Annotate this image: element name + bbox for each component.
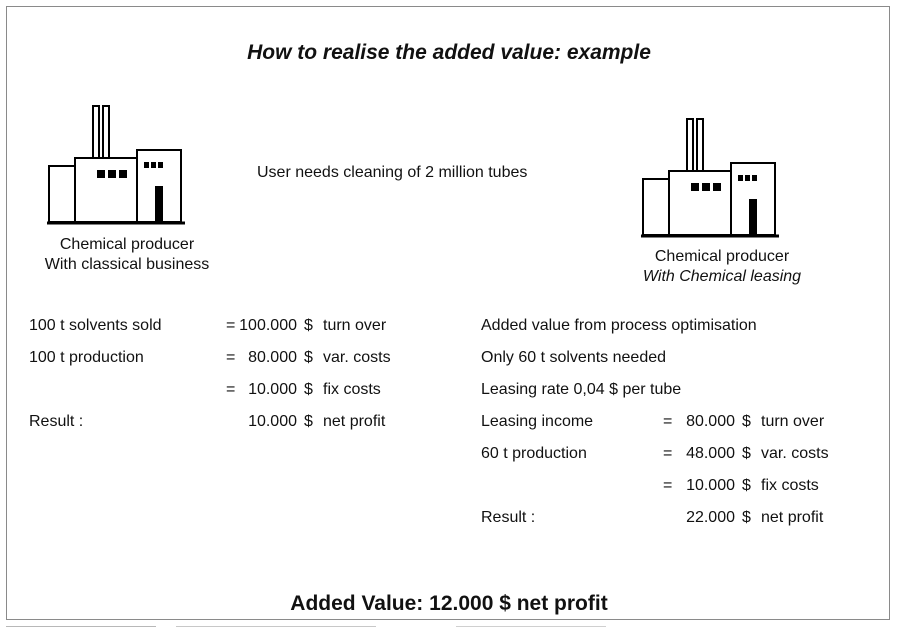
left-caption: Chemical producer With classical busines… (17, 235, 237, 275)
right-row-label: Result : (481, 509, 536, 526)
right-row-currency: $ (742, 509, 751, 526)
right-note: Leasing rate 0,04 $ per tube (481, 381, 682, 398)
right-row-currency: $ (742, 477, 751, 494)
right-row-amount: 22.000 (686, 509, 735, 526)
right-row-desc: net profit (761, 509, 824, 526)
scenario-text: User needs cleaning of 2 million tubes (257, 164, 528, 181)
right-row-eq: = (663, 445, 673, 462)
right-row-currency: $ (742, 445, 751, 462)
left-row-eq: = (226, 349, 236, 366)
left-row-currency: $ (304, 349, 313, 366)
left-row-currency: $ (304, 317, 313, 334)
left-row-desc: net profit (323, 413, 386, 430)
right-caption-line1: Chemical producer (654, 248, 790, 265)
left-row-eq: = (226, 381, 236, 398)
left-row-currency: $ (304, 413, 313, 430)
left-row-amount: 10.000 (248, 413, 297, 430)
right-caption-line2: With Chemical leasing (642, 268, 802, 285)
factory-icon-left (47, 105, 185, 225)
added-value-summary: Added Value: 12.000 $ net profit (290, 592, 608, 615)
left-row-eq: = (226, 317, 236, 334)
right-row-eq: = (663, 413, 673, 430)
left-row-label: 100 t production (29, 349, 144, 366)
factory-icon-right (641, 118, 779, 238)
bottom-divider (6, 626, 890, 627)
right-row-label: 60 t production (481, 445, 587, 462)
left-row-amount: 10.000 (248, 381, 297, 398)
left-caption-line2: With classical business (44, 256, 210, 273)
left-row-currency: $ (304, 381, 313, 398)
right-row-amount: 80.000 (686, 413, 735, 430)
right-row-label: Leasing income (481, 413, 594, 430)
right-row-eq: = (663, 477, 673, 494)
right-row-desc: var. costs (761, 445, 829, 462)
right-note: Only 60 t solvents needed (481, 349, 667, 366)
left-row-label: Result : (29, 413, 84, 430)
left-row-amount: 100.000 (239, 317, 297, 334)
right-note: Added value from process optimisation (481, 317, 757, 334)
slide-title: How to realise the added value: example (247, 41, 651, 64)
right-caption: Chemical producer With Chemical leasing (607, 247, 837, 287)
slide-frame: How to realise the added value: example … (6, 6, 890, 620)
right-row-desc: turn over (761, 413, 825, 430)
left-row-desc: turn over (323, 317, 387, 334)
right-row-currency: $ (742, 413, 751, 430)
right-row-amount: 48.000 (686, 445, 735, 462)
left-row-desc: var. costs (323, 349, 391, 366)
left-caption-line1: Chemical producer (59, 236, 195, 253)
left-row-label: 100 t solvents sold (29, 317, 162, 334)
right-row-amount: 10.000 (686, 477, 735, 494)
left-row-desc: fix costs (323, 381, 381, 398)
left-row-amount: 80.000 (248, 349, 297, 366)
right-row-desc: fix costs (761, 477, 819, 494)
